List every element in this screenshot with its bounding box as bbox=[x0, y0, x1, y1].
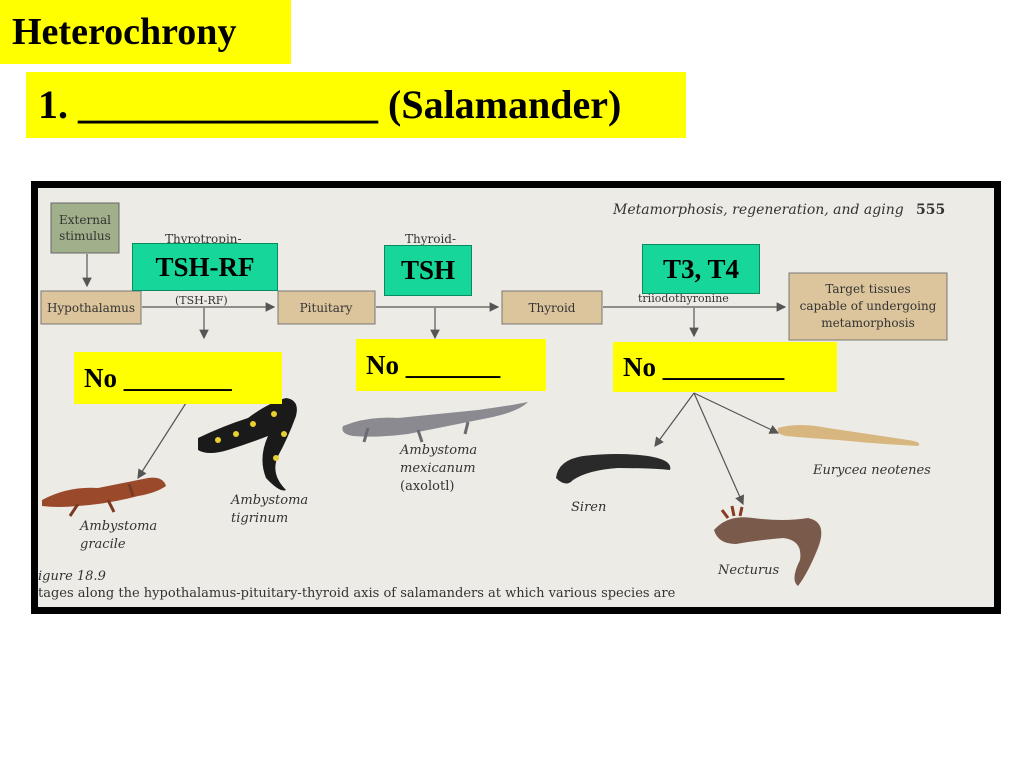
hormone-label-t3-t4: T3, T4 bbox=[642, 244, 760, 294]
book-page-number: 555 bbox=[916, 202, 945, 218]
ambystoma-mexicanum-illustration bbox=[342, 402, 528, 443]
blank-no-tsh: No _______ bbox=[356, 339, 546, 391]
label-tigrinum-genus: Ambystoma bbox=[230, 493, 308, 508]
ambystoma-gracile-illustration bbox=[42, 477, 166, 517]
eurycea-neotenes-illustration bbox=[777, 425, 920, 446]
faint-tsh-rf-label: (TSH-RF) bbox=[175, 294, 228, 307]
hpt-axis-diagram: Metamorphosis, regeneration, and aging 5… bbox=[38, 202, 948, 601]
label-eurycea: Eurycea neotenes bbox=[812, 463, 931, 478]
pituitary-label: Pituitary bbox=[300, 301, 353, 315]
thyroid-label: Thyroid bbox=[529, 301, 576, 315]
hypothalamus-label: Hypothalamus bbox=[47, 301, 135, 315]
label-mexicanum-common: (axolotl) bbox=[400, 479, 454, 494]
label-siren: Siren bbox=[571, 500, 606, 515]
target-tissues-line1: Target tissues bbox=[825, 282, 910, 296]
label-tigrinum-epithet: tigrinum bbox=[231, 511, 288, 526]
pituitary-box bbox=[277, 290, 376, 325]
blank-no-t3-t4: No _________ bbox=[613, 342, 837, 392]
label-gracile-epithet: gracile bbox=[80, 537, 126, 552]
target-tissues-line2: capable of undergoing bbox=[800, 299, 937, 313]
hypothalamus-box bbox=[40, 290, 142, 325]
external-stimulus-line1: External bbox=[59, 213, 111, 227]
arrow-to-eurycea bbox=[693, 392, 780, 434]
figure-caption-label: igure 18.9 bbox=[38, 569, 106, 584]
hormone-label-tsh: TSH bbox=[384, 245, 472, 296]
arrow-to-necturus bbox=[693, 392, 744, 506]
label-necturus: Necturus bbox=[717, 563, 780, 578]
blank-no-tsh-rf: No ________ bbox=[74, 352, 282, 404]
book-header: Metamorphosis, regeneration, and aging bbox=[612, 202, 904, 218]
faint-triiodothyronine-label: triiodothyronine bbox=[638, 292, 729, 305]
slide-title: Heterochrony bbox=[0, 0, 291, 64]
arrow-to-gracile bbox=[137, 402, 187, 480]
siren-illustration bbox=[556, 454, 671, 484]
ambystoma-tigrinum-illustration bbox=[198, 398, 297, 491]
figure-caption-text: tages along the hypothalamus-pituitary-t… bbox=[38, 586, 676, 601]
label-mexicanum-epithet: mexicanum bbox=[400, 461, 476, 476]
label-mexicanum-genus: Ambystoma bbox=[399, 443, 477, 458]
faint-thyroid-label: Thyroid- bbox=[405, 232, 456, 246]
thyroid-box bbox=[501, 290, 603, 325]
hormone-label-tsh-rf: TSH-RF bbox=[132, 243, 278, 291]
faint-thyrotropin-label: Thyrotropin- bbox=[165, 232, 242, 246]
external-stimulus-line2: stimulus bbox=[59, 229, 111, 243]
slide-subtitle: 1. _______________ (Salamander) bbox=[26, 72, 686, 138]
label-gracile-genus: Ambystoma bbox=[79, 519, 157, 534]
target-tissues-box bbox=[788, 272, 948, 341]
external-stimulus-box bbox=[50, 202, 120, 254]
necturus-illustration bbox=[714, 505, 822, 586]
target-tissues-line3: metamorphosis bbox=[821, 316, 915, 330]
arrow-to-siren bbox=[654, 392, 695, 447]
